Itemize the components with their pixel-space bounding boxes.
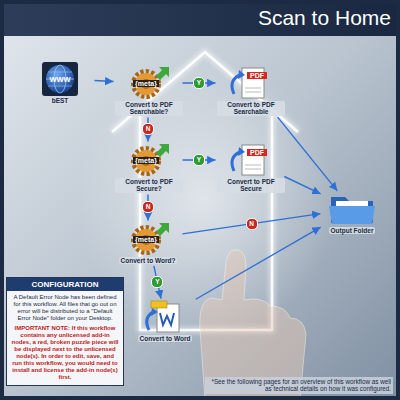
- meta-icon: {meta}: [115, 66, 181, 100]
- convert-node: Convert to Word: [132, 300, 198, 342]
- pdf-icon: [245, 92, 261, 93]
- pdf-icon: [245, 165, 261, 166]
- edge-label: N: [142, 201, 154, 213]
- connector: [196, 227, 321, 299]
- panel-heading: CONFIGURATION: [7, 278, 123, 291]
- house-line: [112, 52, 298, 330]
- meta-icon: [156, 67, 169, 80]
- meta-icon: {meta}: [115, 222, 181, 256]
- meta-icon: [134, 228, 159, 253]
- pdf-icon: [238, 147, 245, 156]
- convert-node: PDF Convert to PDF Secure: [217, 143, 283, 193]
- icon-text: {meta}: [133, 236, 159, 243]
- edge-label: Y: [151, 276, 163, 288]
- pdf-icon: [245, 169, 261, 170]
- meta-icon: [156, 144, 169, 157]
- title-band: [0, 0, 400, 36]
- pdf-icon: PDF: [217, 66, 283, 100]
- config-panel: CONFIGURATIONA Default Error Node has be…: [6, 277, 124, 386]
- edge-label: N: [246, 218, 258, 230]
- connector: [182, 214, 320, 234]
- word-icon: [160, 313, 174, 325]
- icon-text: PDF: [247, 149, 267, 156]
- convert-node: PDF Convert to PDF Searchable: [217, 66, 283, 116]
- meta-icon: [156, 223, 169, 236]
- decision-node: {meta} Convert to PDF Searchable?: [115, 66, 181, 116]
- edge-label: Y: [193, 77, 205, 89]
- panel-text: A Default Error Node has been defined fo…: [7, 291, 123, 322]
- connector: [284, 177, 320, 194]
- globe-icon: WWW: [27, 62, 93, 96]
- node-label: bEST: [50, 97, 71, 104]
- pdf-icon: [238, 70, 245, 79]
- house-glow: [112, 52, 298, 330]
- edge-label: Y: [193, 154, 205, 166]
- icon-text: {meta}: [133, 157, 159, 164]
- connector: [278, 117, 338, 191]
- decision-node: {meta} Convert to PDF Secure?: [115, 143, 181, 193]
- meta-icon: [134, 72, 159, 97]
- panel-text: IMPORTANT NOTE: If this workflow contain…: [7, 322, 123, 385]
- icon-text: PDF: [247, 72, 267, 79]
- word-icon: [151, 301, 167, 308]
- pdf-icon: [245, 88, 261, 89]
- globe-icon: [46, 65, 74, 93]
- pdf-icon: PDF: [217, 143, 283, 177]
- folder-icon: [322, 192, 382, 226]
- meta-icon: {meta}: [115, 143, 181, 177]
- folder-icon: [322, 192, 382, 226]
- node-label: Convert to Word: [138, 335, 193, 342]
- node-label: Convert to PDF Secure: [217, 178, 285, 193]
- connector: [94, 80, 113, 82]
- globe-icon: [48, 72, 72, 73]
- footnote: *See the following pages for an overview…: [205, 377, 393, 394]
- node-label: Output Folder: [329, 227, 376, 234]
- node-label: Convert to PDF Searchable: [217, 101, 285, 116]
- icon-text: {meta}: [133, 80, 159, 87]
- node-label: Convert to Word?: [119, 257, 178, 264]
- meta-icon: [134, 149, 159, 174]
- globe-icon: [42, 62, 78, 96]
- globe-icon: [48, 86, 72, 87]
- house-outline: [112, 52, 298, 330]
- node-label: Convert to PDF Searchable?: [115, 101, 183, 116]
- source-node: WWW bEST: [27, 62, 93, 104]
- icon-text: WWW: [49, 75, 70, 84]
- word-icon: [132, 300, 198, 334]
- node-label: Convert to PDF Secure?: [115, 178, 183, 193]
- word-icon: [151, 308, 158, 316]
- edge-label: N: [142, 123, 154, 135]
- decision-node: {meta} Convert to Word?: [115, 222, 181, 264]
- title: Scan to Home: [258, 6, 391, 30]
- word-icon: [132, 300, 198, 334]
- output-node: Output Folder: [322, 192, 382, 234]
- folder-icon: [329, 206, 375, 224]
